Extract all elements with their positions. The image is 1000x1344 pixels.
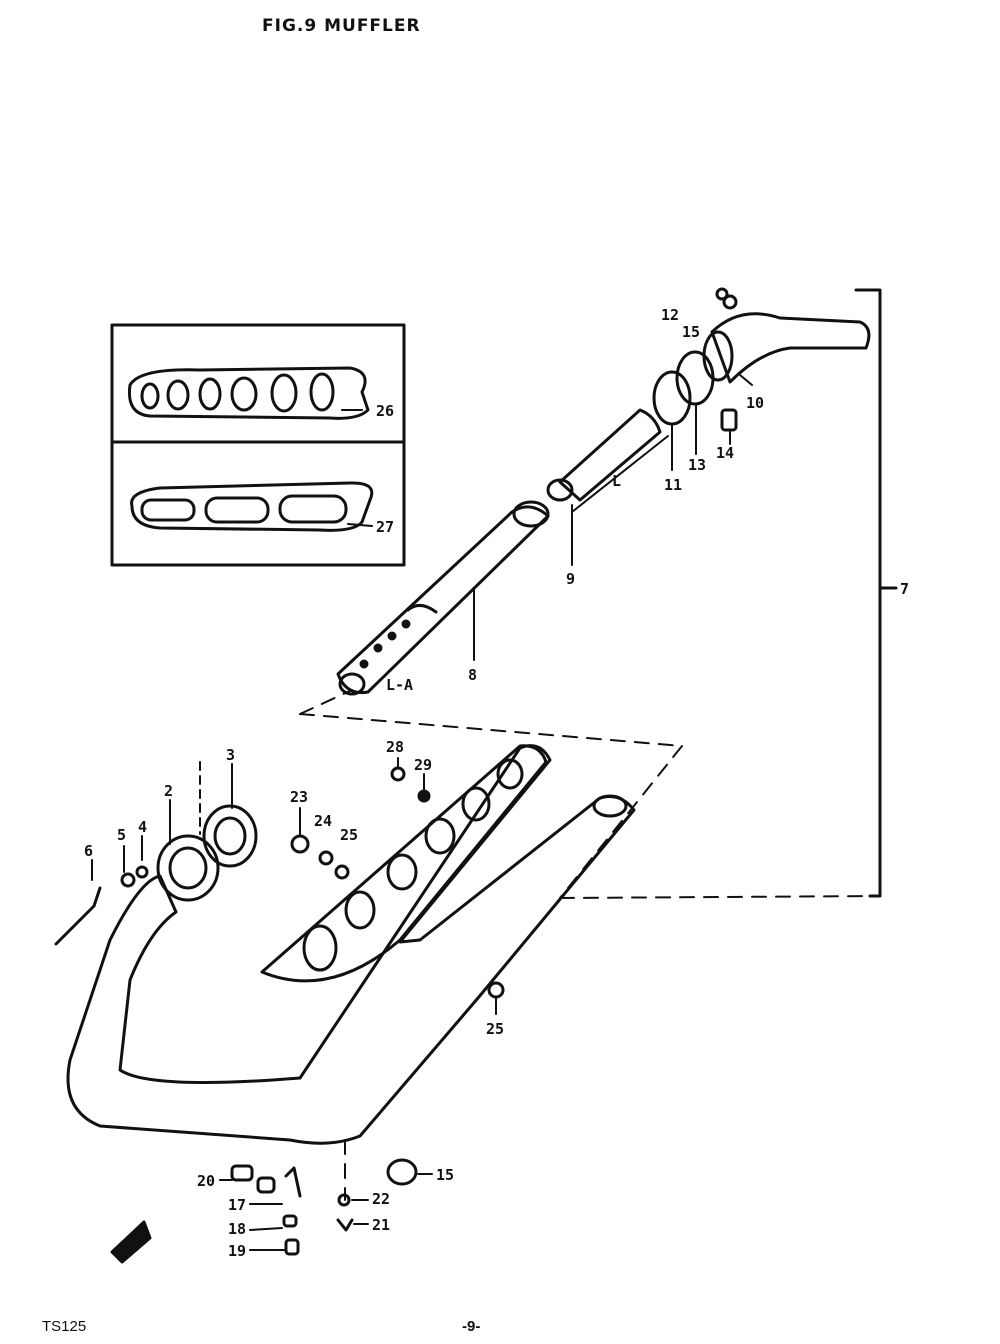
callout-11: 11 [664,476,682,494]
gasket-27 [130,481,374,532]
callout-8: 8 [468,666,477,684]
callout-15: 15 [682,323,700,341]
callout-27: 27 [376,518,394,536]
callout-24: 24 [314,812,332,830]
callout-26: 26 [376,402,394,420]
dimension-l: L [612,472,621,490]
callout-29: 29 [414,756,432,774]
callout-15-lower: 15 [436,1166,454,1184]
callout-28: 28 [386,738,404,756]
gasket-inset-box [110,323,406,567]
silencer-8 [336,505,550,695]
callout-14: 14 [716,444,734,462]
callout-2: 2 [164,782,173,800]
callout-10: 10 [746,394,764,412]
callout-17: 17 [228,1196,246,1214]
gasket-26 [127,366,370,420]
page-number: -9- [462,1318,481,1335]
callout-12: 12 [661,306,679,324]
figure-title: FIG.9 MUFFLER [262,16,421,36]
callout-5: 5 [117,826,126,844]
assembly-bracket-7 [854,288,882,898]
callout-6: 6 [84,842,93,860]
callout-9: 9 [566,570,575,588]
muffler-body [66,744,636,1145]
callout-22: 22 [372,1190,390,1208]
callout-7: 7 [900,580,909,598]
callout-4: 4 [138,818,147,836]
callout-3: 3 [226,746,235,764]
callout-25-upper: 25 [340,826,358,844]
exhaust-gasket-3 [202,804,258,868]
dimension-l-a: L-A [386,676,413,694]
exhaust-flange-2 [156,834,220,902]
tail-pipe-10 [710,312,871,384]
callout-21: 21 [372,1216,390,1234]
callout-20: 20 [197,1172,215,1190]
spark-plug-tool [110,1220,152,1264]
callout-23: 23 [290,788,308,806]
spring-6 [54,886,102,946]
model-code: TS125 [42,1318,87,1335]
callout-13: 13 [688,456,706,474]
callout-25-lower: 25 [486,1020,504,1038]
callout-19: 19 [228,1242,246,1260]
inner-pipe-9 [558,408,662,502]
callout-18: 18 [228,1220,246,1238]
